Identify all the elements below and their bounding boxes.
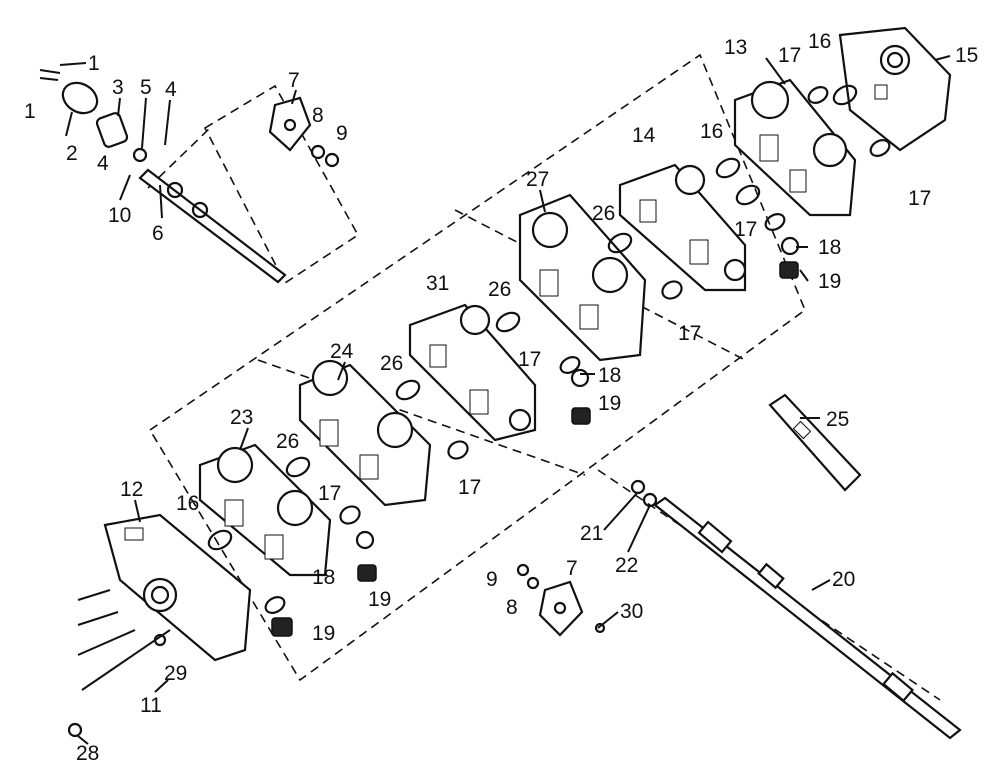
callout-1a: 1 (88, 52, 100, 75)
valve-section-13 (733, 78, 857, 217)
callout-19d: 19 (312, 622, 335, 645)
callout-4a: 4 (165, 78, 177, 101)
valve-section-23 (198, 443, 332, 577)
callout-18c: 18 (312, 566, 335, 589)
callout-26b: 26 (488, 278, 511, 301)
callout-16a: 16 (808, 30, 831, 53)
callout-19a: 19 (818, 270, 841, 293)
callout-19b: 19 (598, 392, 621, 415)
callout-16c: 16 (176, 492, 199, 515)
callout-22: 22 (615, 554, 638, 577)
valve-section-24 (298, 359, 432, 507)
callout-18b: 18 (598, 364, 621, 387)
callout-6: 6 (152, 222, 164, 245)
callout-17f: 17 (458, 476, 481, 499)
seal-rings (207, 84, 891, 614)
tie-bolts (67, 589, 171, 738)
callout-18a: 18 (818, 236, 841, 259)
linkage-assembly (39, 69, 287, 284)
callout-11: 11 (140, 694, 162, 717)
cover-plate-top (268, 96, 340, 168)
valve-section-14 (618, 163, 747, 292)
callout-27: 27 (526, 168, 549, 191)
callout-1b: 1 (24, 100, 36, 123)
callout-29: 29 (164, 662, 187, 685)
callout-9b: 9 (486, 568, 498, 591)
callout-8a: 8 (312, 104, 324, 127)
callout-19c: 19 (368, 588, 391, 611)
callout-13: 13 (724, 36, 747, 59)
callout-16b: 16 (700, 120, 723, 143)
callout-26c: 26 (380, 352, 403, 375)
callout-30: 30 (620, 600, 643, 623)
callout-2: 2 (66, 142, 78, 165)
callout-24: 24 (330, 340, 354, 363)
callout-28: 28 (76, 742, 99, 765)
callout-17e: 17 (518, 348, 541, 371)
callout-labels: 1 1 2 3 5 4 4 10 6 7 8 9 13 17 16 15 17 … (24, 30, 978, 765)
callout-21: 21 (580, 522, 603, 545)
callout-7b: 7 (566, 557, 578, 580)
callout-4b: 4 (97, 152, 109, 175)
plugs (271, 236, 800, 637)
callout-25: 25 (826, 408, 849, 431)
callout-15: 15 (955, 44, 978, 67)
callout-23: 23 (230, 406, 253, 429)
callout-7a: 7 (288, 69, 300, 92)
callout-14: 14 (632, 124, 656, 147)
cover-plate-bottom (516, 563, 606, 637)
callout-3: 3 (112, 76, 124, 99)
callout-17g: 17 (318, 482, 341, 505)
callout-9a: 9 (336, 122, 348, 145)
stack-divider-1 (257, 359, 586, 476)
end-cover-15 (838, 26, 952, 152)
spool-25 (768, 393, 862, 492)
leader-lines (59, 55, 951, 745)
lower-spool-leader (597, 469, 941, 701)
callout-17b: 17 (908, 187, 931, 210)
valve-section-31 (408, 303, 537, 442)
callout-17c: 17 (734, 218, 757, 241)
callout-26d: 26 (276, 430, 299, 453)
callout-17d: 17 (678, 322, 701, 345)
callout-17a: 17 (778, 44, 801, 67)
upper-spool-boundary (203, 84, 360, 285)
callout-10: 10 (108, 204, 131, 227)
valve-section-27 (518, 193, 647, 362)
callout-26a: 26 (592, 202, 615, 225)
callout-12: 12 (120, 478, 143, 501)
stack-divider-2 (454, 209, 746, 361)
spool-20 (630, 479, 962, 740)
valve-stack-boundary (148, 53, 806, 682)
callout-20: 20 (832, 568, 855, 591)
inlet-cover-12 (103, 513, 252, 662)
callout-5: 5 (140, 76, 152, 99)
callout-31: 31 (426, 272, 449, 295)
callout-8b: 8 (506, 596, 518, 619)
